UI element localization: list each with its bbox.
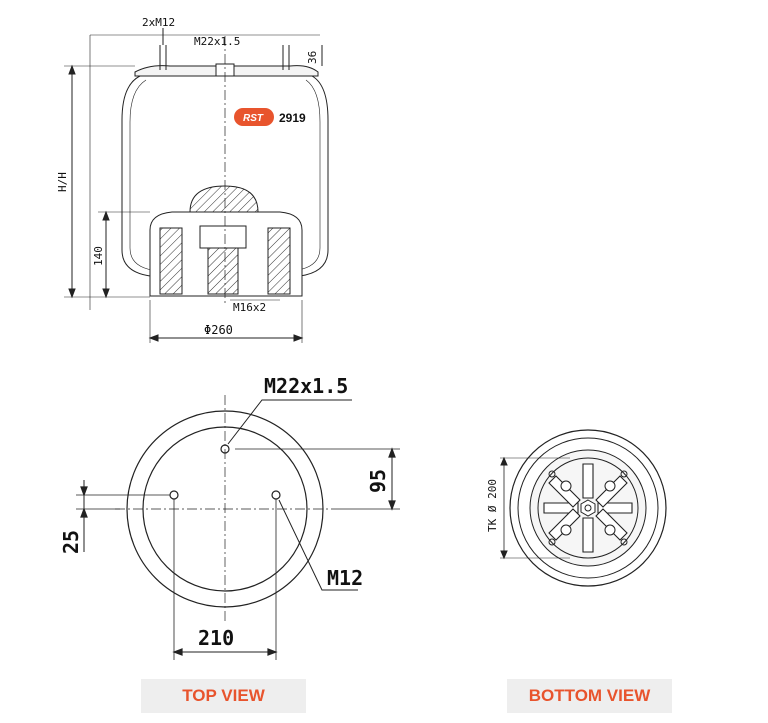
offset-25-label: 25 xyxy=(59,530,83,554)
piston-height-label: 140 xyxy=(92,246,105,266)
bottom-outer-circle xyxy=(509,429,667,587)
height-label: H/H xyxy=(56,172,69,192)
bottom-view xyxy=(500,429,667,587)
side-view xyxy=(64,28,329,343)
offset-95-label: 95 xyxy=(366,469,390,493)
top-view xyxy=(76,395,400,660)
model-number: 2919 xyxy=(279,111,306,125)
diameter-label: Φ260 xyxy=(204,323,233,337)
rst-logo: RST xyxy=(234,108,274,126)
stud-callout-top: M12 xyxy=(327,566,363,590)
logo-text: RST xyxy=(243,113,264,124)
bottom-view-label: BOTTOM VIEW xyxy=(507,679,672,713)
spacing-label: 210 xyxy=(198,626,234,650)
top-thread-label: M22x1.5 xyxy=(194,35,240,48)
stud-hole-right xyxy=(271,490,281,500)
center-hex xyxy=(580,499,596,517)
top-view-label: TOP VIEW xyxy=(141,679,306,713)
stud-height-label: 36 xyxy=(306,51,319,64)
port-hole xyxy=(220,444,230,454)
stud-callout: 2xM12 xyxy=(142,16,175,29)
top-thread-callout: M22x1.5 xyxy=(264,374,348,398)
bellows xyxy=(121,75,329,277)
bolt-circle-label: TK Ø 200 xyxy=(486,479,499,532)
bottom-thread-label: M16x2 xyxy=(233,301,266,314)
stud-hole-left xyxy=(169,490,179,500)
